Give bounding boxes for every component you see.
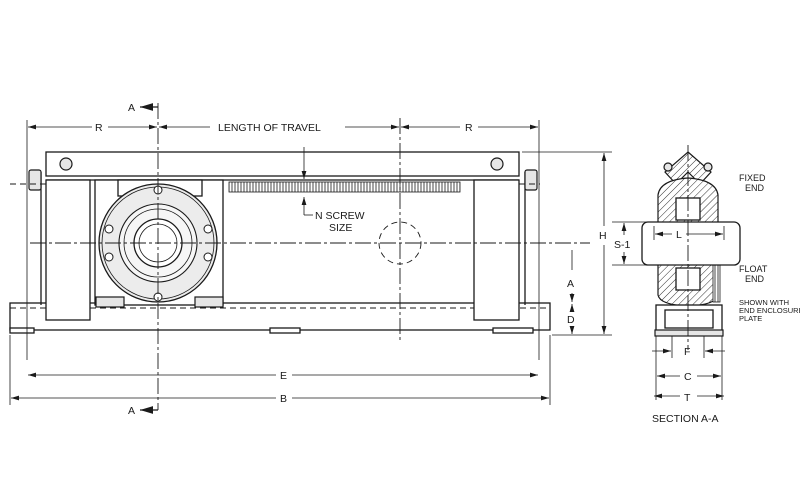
shaft: [641, 221, 741, 266]
note-line-3: PLATE: [739, 314, 762, 323]
svg-text:R: R: [95, 122, 103, 134]
right-nut: [524, 169, 538, 191]
section-view: [641, 145, 741, 350]
rail-bolt-left: [59, 157, 73, 171]
dimension-e: E: [28, 370, 538, 382]
svg-text:N SCREW: N SCREW: [315, 210, 365, 222]
screw-size-note: N SCREW SIZE: [301, 147, 365, 234]
dimension-d: D: [567, 304, 575, 334]
dimension-f: F: [652, 336, 725, 358]
svg-text:A: A: [128, 102, 135, 114]
base-plate: [9, 302, 551, 331]
fixed-end-label: FIXED: [739, 173, 766, 183]
svg-text:A: A: [567, 278, 574, 290]
dimension-t: T: [654, 392, 724, 404]
section-title: SECTION A-A: [652, 413, 719, 425]
dimension-h: H: [522, 151, 612, 336]
svg-text:B: B: [280, 393, 287, 405]
svg-text:H: H: [599, 230, 607, 242]
top-dimensions: R LENGTH OF TRAVEL R: [26, 120, 540, 360]
svg-text:D: D: [567, 314, 575, 326]
svg-text:LENGTH OF TRAVEL: LENGTH OF TRAVEL: [218, 122, 321, 134]
svg-text:S-1: S-1: [614, 239, 631, 251]
float-end-label: FLOAT: [739, 264, 768, 274]
note-line-2: END ENCLOSURE: [739, 306, 800, 315]
left-end-plate: [45, 179, 91, 321]
svg-text:A: A: [128, 405, 135, 417]
svg-text:T: T: [684, 392, 691, 404]
top-rail: [45, 151, 520, 177]
svg-text:SIZE: SIZE: [329, 222, 352, 234]
left-nut: [28, 169, 42, 191]
rail-bolt-right: [490, 157, 504, 171]
lead-screw: [228, 181, 461, 193]
svg-text:E: E: [280, 370, 287, 382]
svg-text:F: F: [684, 346, 690, 358]
note-line-1: SHOWN WITH: [739, 298, 789, 307]
right-end-plate: [473, 179, 520, 321]
section-marker-top: A: [128, 102, 158, 114]
svg-text:R: R: [465, 122, 473, 134]
svg-text:C: C: [684, 371, 692, 383]
dimension-l: L: [653, 226, 725, 241]
fixed-end-label-2: END: [745, 183, 765, 193]
float-end-label-2: END: [745, 274, 765, 284]
front-view: [9, 103, 590, 410]
svg-text:L: L: [676, 229, 682, 241]
section-marker-bottom: A: [128, 405, 158, 417]
dimension-c: C: [655, 336, 723, 400]
dimension-a: A: [567, 250, 575, 302]
dimension-b: B: [9, 335, 551, 405]
